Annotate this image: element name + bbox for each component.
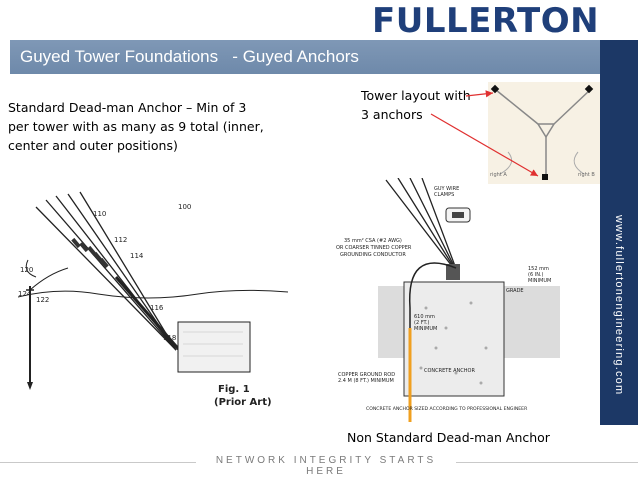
tower-layout-line: 3 anchors [361, 107, 423, 122]
side-bar [600, 40, 638, 425]
fig2-label: GUY WIRE [434, 186, 459, 192]
footer-tagline: NETWORK INTEGRITY STARTS HERE [196, 455, 456, 477]
fig1-label: 116 [150, 304, 164, 312]
fig2-label: GRADE [506, 288, 524, 294]
fig2-caption: CONCRETE ANCHOR SIZED ACCORDING TO PROFE… [366, 406, 528, 412]
fig1-patent-drawing: 110 100 112 114 120 124 122 116 118 Fig.… [18, 191, 289, 408]
arrow-to-anchor [430, 113, 539, 177]
layout-label: right B [578, 172, 595, 178]
tower-layout-text: Tower layout with 3 anchors [361, 86, 471, 124]
fig2-label: 2.4 M (8 FT.) MINIMUM [338, 378, 394, 384]
fig1-label: 100 [178, 203, 191, 211]
fig2-label: MINIMUM [528, 278, 551, 284]
non-standard-anchor-text: Non Standard Dead-man Anchor [347, 430, 550, 445]
standard-anchor-text: Standard Dead-man Anchor – Min of 3 per … [8, 98, 264, 155]
slide-title-bar: Guyed Tower Foundations - Guyed Anchors [10, 40, 600, 74]
fig2-label: (2 FT.) [414, 320, 430, 326]
fig1-label: 110 [93, 210, 106, 218]
fig2-label: COPPER GROUND ROD [338, 372, 395, 378]
fig2-label: MINIMUM [414, 326, 437, 332]
standard-anchor-line: center and outer positions) [8, 138, 178, 153]
fig1-label: 114 [130, 252, 144, 260]
fig2-label: 152 mm [528, 266, 549, 272]
footer-divider [0, 462, 196, 463]
fig2-label: 35 mm² CSA (#2 AWG) [344, 238, 402, 244]
website-text: www.fullertonengineering.com [613, 214, 625, 396]
fig2-label: CONCRETE ANCHOR [424, 368, 475, 374]
standard-anchor-line: Standard Dead-man Anchor – Min of 3 [8, 100, 247, 115]
fig2-label: (6 IN.) [528, 272, 544, 278]
fig1-label: 118 [163, 334, 176, 342]
fig2-label: OR COARSER TINNED COPPER [336, 245, 412, 251]
fig1-label: 120 [20, 266, 33, 274]
fig1-label: 124 [18, 290, 32, 298]
layout-label: right A [490, 172, 507, 178]
fig1-label: 122 [36, 296, 49, 304]
anchor-marker [542, 174, 548, 180]
concrete-anchor-drawing: GUY WIRE CLAMPS 35 mm² CSA (#2 AWG) OR C… [336, 178, 560, 422]
slide-title: Guyed Tower Foundations - Guyed Anchors [20, 47, 359, 66]
tower-layout-diagram: right A right B [488, 82, 600, 184]
fig1-caption: Fig. 1 [218, 384, 250, 395]
fig1-label: 112 [114, 236, 127, 244]
footer-divider [456, 462, 638, 463]
fig2-label: CLAMPS [434, 192, 454, 198]
fig2-label: GROUNDING CONDUCTOR [340, 252, 406, 258]
standard-anchor-line: per tower with as many as 9 total (inner… [8, 119, 264, 134]
fullerton-logo: FULLERTON [372, 1, 600, 41]
logo-text: FULLERTON [372, 1, 600, 41]
fig2-label: 610 mm [414, 314, 435, 320]
tower-layout-line: Tower layout with [361, 88, 471, 103]
arrow-to-anchor [465, 90, 494, 98]
fig1-caption-sub: (Prior Art) [214, 397, 272, 408]
